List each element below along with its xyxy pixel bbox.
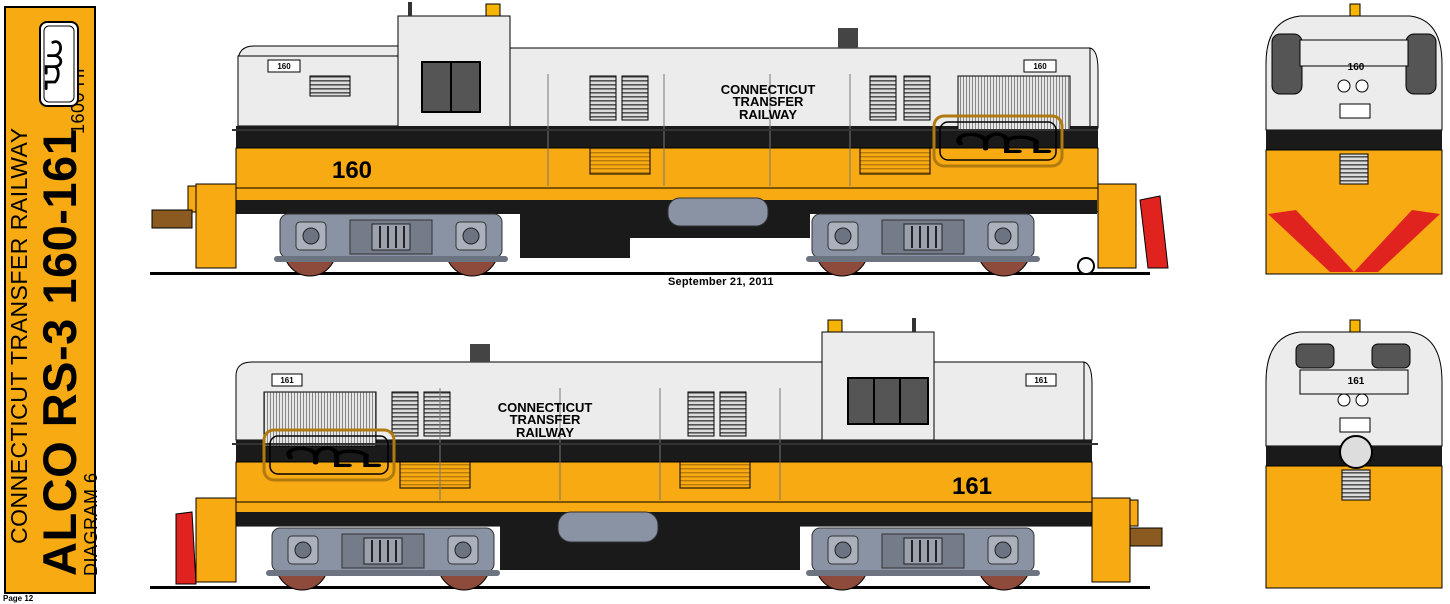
loco-160-end-number: 160 <box>1348 62 1365 73</box>
loco-161-numberboard-right: 161 <box>1034 376 1048 385</box>
loco-161-number: 161 <box>952 473 992 500</box>
locomotive-160-side-view: CONNECTICUT TRANSFER RAILWAY 160 160 160 <box>150 2 1169 277</box>
sidebar-logo <box>39 21 79 107</box>
loco-160-lettering-2: TRANSFER <box>733 94 804 109</box>
page-number: Page 12 <box>3 594 34 603</box>
locomotive-161-side-view: CONNECTICUT TRANSFER RAILWAY 161 161 161 <box>150 318 1163 591</box>
locomotive-160-end-view: 160 <box>1265 3 1443 275</box>
loco-161-lettering-1: CONNECTICUT <box>498 400 593 415</box>
loco-160-lettering-3: RAILWAY <box>739 107 797 122</box>
locomotive-161-end-view: 161 <box>1265 319 1443 589</box>
loco-160-lettering-1: CONNECTICUT <box>721 82 816 97</box>
loco-161-end-number: 161 <box>1348 376 1365 387</box>
drawing-date: September 21, 2011 <box>668 276 774 288</box>
loco-161-lettering-2: TRANSFER <box>510 412 581 427</box>
loco-161-numberboard-left: 161 <box>280 376 294 385</box>
loco-160-number: 160 <box>332 157 372 184</box>
loco-161-lettering-3: RAILWAY <box>516 425 574 440</box>
loco-160-numberboard-left: 160 <box>277 62 291 71</box>
loco-160-numberboard-right: 160 <box>1033 62 1047 71</box>
